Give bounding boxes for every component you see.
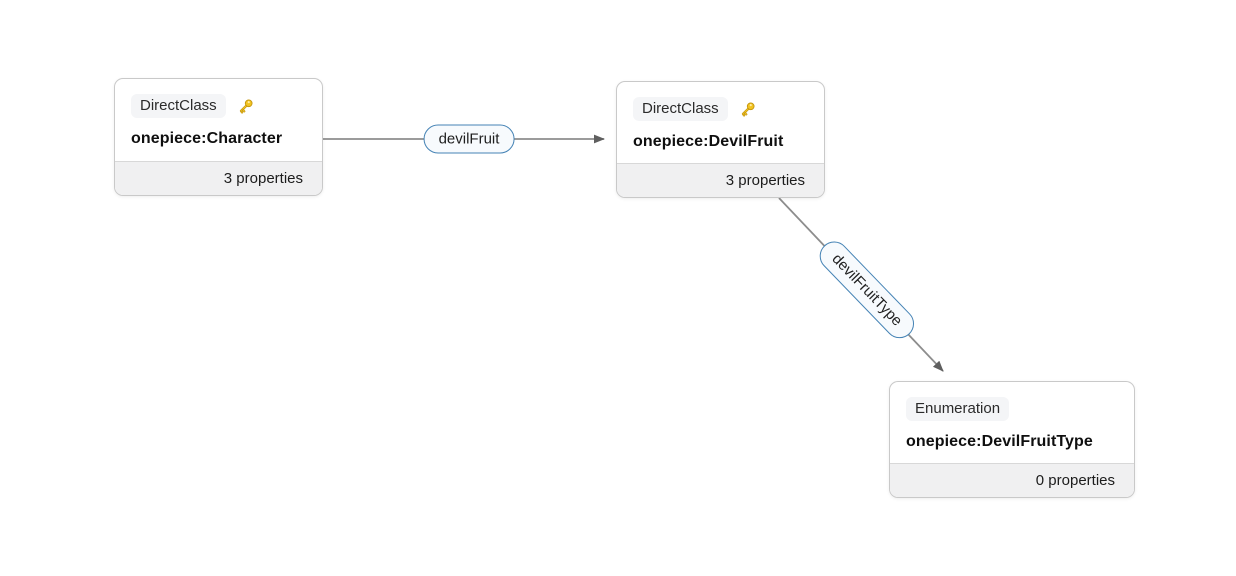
node-footer[interactable]: 0 properties	[890, 463, 1134, 497]
key-icon	[236, 97, 255, 116]
badge-row: Enumeration	[906, 397, 1118, 421]
node-body: Enumeration onepiece:DevilFruitType	[890, 382, 1134, 463]
node-title: onepiece:DevilFruitType	[906, 433, 1093, 450]
stereotype-badge: DirectClass	[633, 97, 728, 121]
node-title: onepiece:DevilFruit	[633, 133, 784, 150]
badge-row: DirectClass	[131, 94, 306, 118]
key-icon	[738, 100, 757, 119]
node-footer[interactable]: 3 properties	[617, 163, 824, 197]
node-onepiece-character[interactable]: DirectClass onepiece:Character	[114, 78, 323, 196]
stereotype-badge: DirectClass	[131, 94, 226, 118]
badge-row: DirectClass	[633, 97, 808, 121]
node-footer[interactable]: 3 properties	[115, 161, 322, 195]
node-body: DirectClass onepiece:DevilFruit	[617, 82, 824, 163]
node-title: onepiece:Character	[131, 130, 283, 147]
stereotype-badge: Enumeration	[906, 397, 1010, 421]
properties-count: 0 properties	[1035, 472, 1115, 489]
node-onepiece-devilfruit[interactable]: DirectClass onepiece:DevilFruit	[616, 81, 825, 198]
edge-label-devilfruit[interactable]: devilFruit	[423, 124, 515, 154]
node-body: DirectClass onepiece:Character	[115, 79, 322, 161]
properties-count: 3 properties	[223, 170, 303, 187]
node-onepiece-devilfruittype[interactable]: Enumeration onepiece:DevilFruitType 0 pr…	[889, 381, 1135, 498]
properties-count: 3 properties	[725, 172, 805, 189]
